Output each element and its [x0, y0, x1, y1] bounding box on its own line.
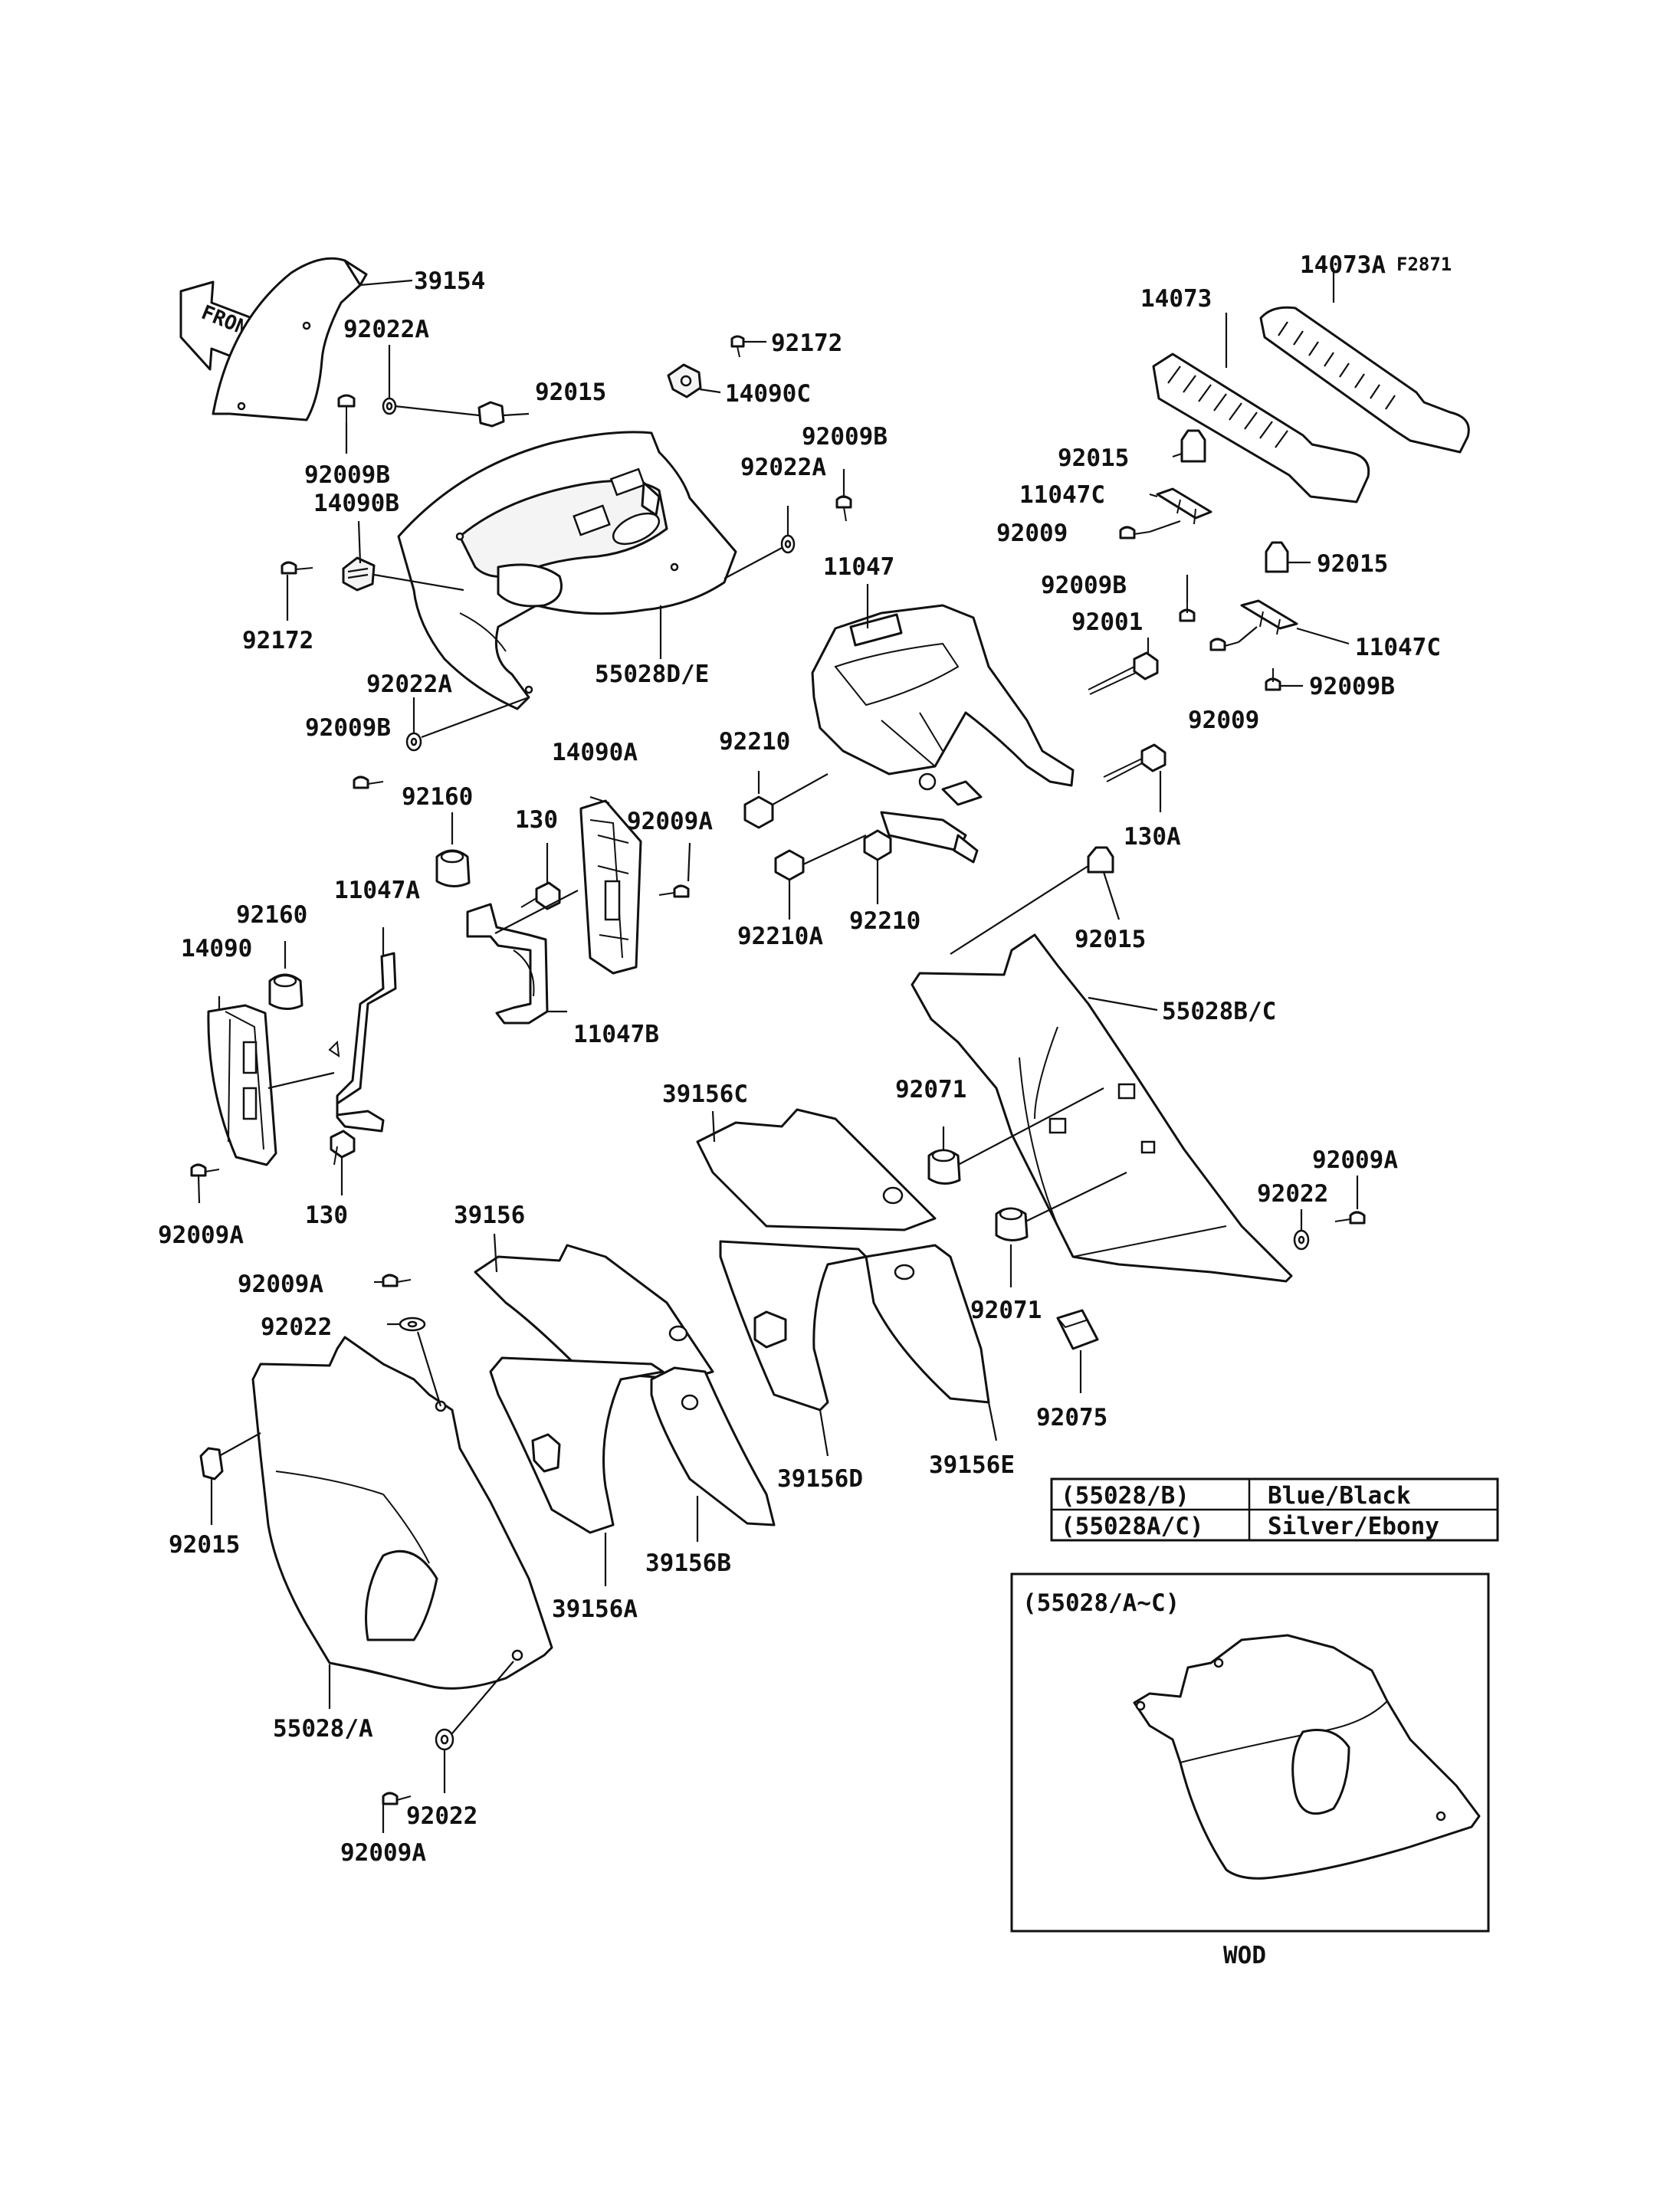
- hardware: [190, 335, 1366, 1805]
- label-92075: 92075: [1036, 1404, 1107, 1431]
- inset-caption: WOD: [1223, 1942, 1266, 1969]
- headlight-14090: [207, 1004, 277, 1166]
- label-92022A-top: 92022A: [343, 316, 429, 343]
- label-39156: 39156: [454, 1202, 525, 1229]
- label-130A: 130A: [1124, 823, 1181, 851]
- light-14090B: [342, 556, 376, 592]
- label-92210-b: 92210: [849, 907, 920, 935]
- air-duct-14073A: [1259, 306, 1470, 454]
- label-92009B-low: 92009B: [305, 714, 391, 742]
- label-92009A-c: 92009A: [238, 1271, 323, 1298]
- label-92160-b: 92160: [236, 901, 307, 929]
- label-92172-top: 92172: [771, 330, 842, 357]
- label-92009A-b: 92009A: [158, 1221, 244, 1249]
- label-92009B-r2: 92009B: [1309, 673, 1395, 700]
- air-duct-14073: [1152, 353, 1370, 503]
- bracket-11047C-b: [1240, 599, 1298, 635]
- label-39156D: 39156D: [777, 1465, 863, 1493]
- label-92009B-mid: 92009B: [802, 423, 888, 451]
- color-table-color-0: Blue/Black: [1268, 1482, 1411, 1510]
- part-labels: 39154 92022A 92015 92009B 14090B 92172 9…: [158, 251, 1441, 1867]
- label-92022-c: 92022: [261, 1313, 332, 1341]
- label-92022-bot: 92022: [406, 1802, 477, 1830]
- label-14073A: 14073A: [1300, 251, 1386, 279]
- label-92071-b: 92071: [970, 1297, 1042, 1324]
- light-14090A: [579, 799, 642, 975]
- upper-stay-11047: [811, 604, 1075, 864]
- label-11047: 11047: [823, 553, 894, 581]
- label-130-a: 130: [515, 806, 558, 834]
- color-table: (55028/B) Blue/Black (55028A/C) Silver/E…: [1050, 1477, 1499, 1542]
- inner-panel-39156C: [696, 1108, 937, 1231]
- inset-title: (55028/A~C): [1022, 1589, 1180, 1617]
- label-55028A: 55028/A: [273, 1715, 373, 1743]
- label-14090C: 14090C: [725, 380, 811, 408]
- label-11047B: 11047B: [573, 1021, 659, 1048]
- label-39156E: 39156E: [929, 1451, 1015, 1479]
- label-92022A-mid: 92022A: [740, 454, 826, 481]
- label-39156C: 39156C: [662, 1080, 748, 1108]
- inset-wod: (55028/A~C) WOD: [1010, 1572, 1490, 1969]
- label-39156B: 39156B: [645, 1549, 731, 1577]
- label-92071-a: 92071: [895, 1076, 966, 1103]
- label-14090A: 14090A: [552, 739, 638, 766]
- label-92015-r1: 92015: [1058, 444, 1129, 472]
- inner-panel-39156: [474, 1244, 714, 1381]
- label-39154: 39154: [414, 267, 485, 295]
- label-11047A: 11047A: [334, 877, 420, 904]
- bracket-14090C: [667, 363, 702, 398]
- windscreen-39154: [212, 257, 368, 421]
- label-14090B: 14090B: [313, 490, 399, 517]
- bracket-11047C-a: [1156, 487, 1212, 525]
- label-92022-r: 92022: [1257, 1180, 1328, 1208]
- figure-code: F2871: [1396, 254, 1452, 275]
- label-55028DE: 55028D/E: [595, 661, 709, 688]
- label-92172-left: 92172: [242, 627, 313, 654]
- label-92015-low: 92015: [169, 1531, 240, 1559]
- lower-cowl-55028A: [251, 1336, 553, 1690]
- label-92022A-low: 92022A: [366, 671, 452, 698]
- label-14090: 14090: [181, 935, 252, 962]
- stay-11047B: [466, 903, 549, 1025]
- label-92009-b: 92009: [1188, 707, 1259, 734]
- label-55028BC: 55028B/C: [1162, 998, 1276, 1025]
- inner-panel-39156B: [650, 1366, 776, 1526]
- label-92210A: 92210A: [737, 923, 823, 950]
- leader-lines: [197, 268, 1359, 1833]
- label-11047C-b: 11047C: [1355, 634, 1441, 661]
- label-92001: 92001: [1071, 608, 1143, 636]
- label-92015-mid: 92015: [1075, 926, 1146, 953]
- label-92015-r2: 92015: [1317, 550, 1388, 578]
- label-92009A-a: 92009A: [627, 808, 713, 835]
- label-92009A-r: 92009A: [1312, 1146, 1398, 1174]
- label-92210-a: 92210: [719, 728, 790, 756]
- label-14073: 14073: [1140, 285, 1212, 313]
- color-table-color-1: Silver/Ebony: [1268, 1513, 1439, 1540]
- upper-cowl-55028DE: [397, 431, 737, 710]
- stay-11047A: [328, 952, 397, 1133]
- label-92009B-r1: 92009B: [1041, 572, 1127, 599]
- label-130-b: 130: [305, 1202, 348, 1229]
- label-92015-top: 92015: [535, 379, 606, 406]
- inner-panel-39156A: [489, 1356, 664, 1534]
- label-92160-a: 92160: [402, 783, 473, 811]
- label-92009-a: 92009: [996, 520, 1068, 547]
- label-92009B-top: 92009B: [304, 461, 390, 489]
- label-39156A: 39156A: [552, 1595, 638, 1623]
- color-table-code-1: (55028A/C): [1061, 1513, 1204, 1540]
- label-11047C-a: 11047C: [1019, 481, 1105, 509]
- inner-panel-39156D: [719, 1240, 868, 1412]
- label-92009A-bot: 92009A: [340, 1839, 426, 1867]
- color-table-code-0: (55028/B): [1061, 1482, 1189, 1510]
- middle-cowl-55028BC: [911, 933, 1293, 1283]
